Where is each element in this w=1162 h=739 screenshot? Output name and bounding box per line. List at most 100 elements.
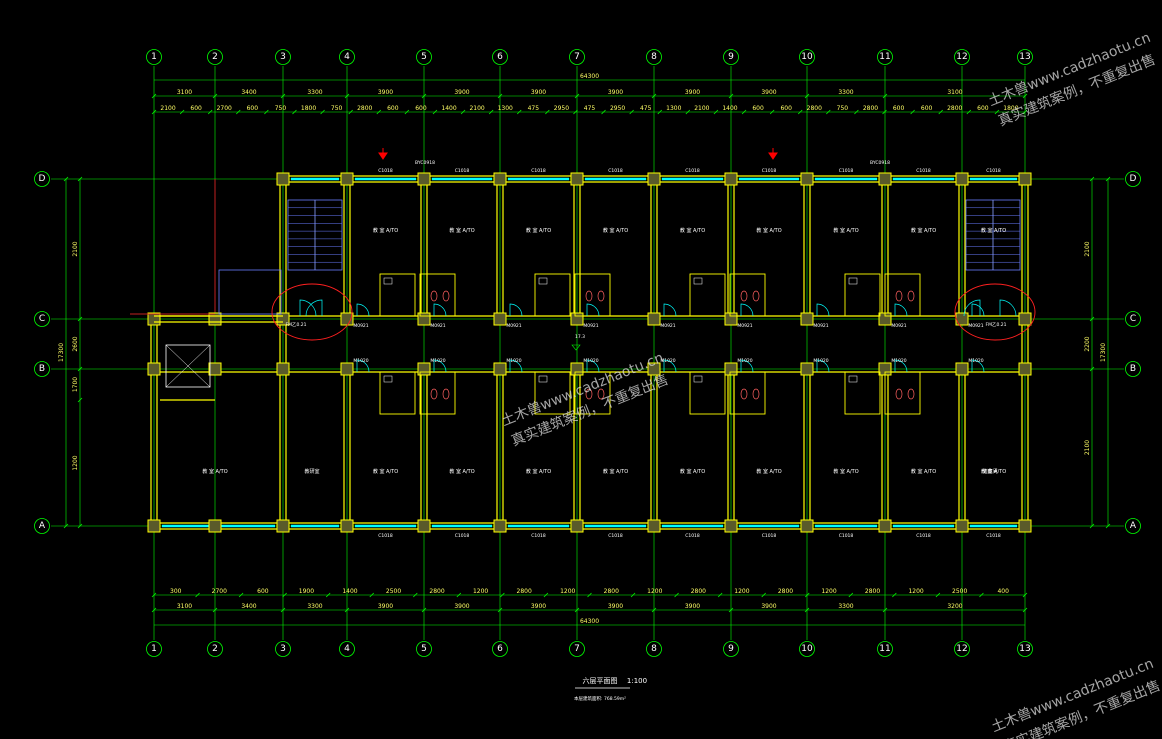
dim-top-row2-text-2: 2700 — [217, 105, 232, 112]
dim-top-row2-tick-19 — [685, 109, 691, 115]
axis-top-12-label: 12 — [956, 52, 967, 62]
window-tag-north-9: C1018 — [839, 168, 854, 174]
column-27 — [208, 362, 222, 376]
dim-top-row1-text-6: 3900 — [608, 89, 623, 96]
dim-top-row2-tick-2 — [207, 109, 213, 115]
door-tag-south-7: M1020 — [660, 358, 675, 364]
toilet-south-1-wc-b — [597, 388, 605, 400]
dim-bottom-row2-text-4: 1400 — [342, 588, 357, 595]
axis-right-A-circle — [1125, 518, 1141, 534]
dim-top-row2-tick-17 — [629, 109, 634, 115]
dim-top-row2-text-22: 600 — [780, 105, 792, 112]
dim-bottom-row2-text-10: 2800 — [604, 588, 619, 595]
column-2 — [276, 172, 290, 186]
dim-top-row2-tick-29 — [966, 109, 972, 115]
toilet-north-0-a — [379, 273, 416, 317]
axis-left-C-label: C — [39, 314, 45, 324]
axis-bottom-8-circle — [646, 641, 662, 657]
column-46 — [647, 519, 661, 533]
dim-bottom-row1-tick-4 — [421, 607, 427, 613]
toilet-north-0-b — [419, 273, 456, 317]
room-label-north-7: 教 室 A/TO — [680, 227, 705, 234]
axis-bottom-4-circle — [339, 641, 355, 657]
door-south-8 — [740, 359, 754, 373]
dim-top-row2-tick-26 — [882, 109, 887, 115]
room-label-north-6: 教 室 A/TO — [603, 227, 628, 234]
axis-left-B-label: B — [39, 364, 45, 374]
dim-bottom-row2-text-11: 1200 — [647, 588, 662, 595]
room-label-annex: 教 室 A/TO — [202, 468, 227, 475]
window-tag-south-9: C1018 — [839, 533, 854, 539]
dim-bottom-row1-text-7: 3900 — [685, 603, 700, 610]
dim-top-row2-text-28: 2800 — [947, 105, 962, 112]
room-label-north-8: 教 室 A/TO — [756, 227, 781, 234]
axis-top-6-label: 6 — [497, 52, 503, 62]
room-label-south-4: 教 室 A/TO — [449, 468, 474, 475]
room-label-north-4: 教 室 A/TO — [449, 227, 474, 234]
column-11 — [955, 172, 969, 186]
room-label-storage: 储藏间 — [982, 468, 997, 475]
column-42 — [340, 519, 354, 533]
dim-top-row1-tick-3 — [344, 93, 350, 99]
axis-right-D-circle — [1125, 171, 1141, 187]
dim-bottom-row1-text-5: 3900 — [531, 603, 546, 610]
dim-bottom-row2-tick-13 — [717, 592, 723, 598]
dim-bottom-row1-text-3: 3900 — [378, 603, 393, 610]
dim-top-row2-text-27: 600 — [921, 105, 933, 112]
door-south-5 — [509, 359, 523, 373]
axis-bottom-6-circle — [492, 641, 508, 657]
axis-bottom-13-circle — [1017, 641, 1033, 657]
column-37 — [955, 362, 969, 376]
dim-left-inner-tick-2 — [77, 366, 83, 372]
toilet-south-3-b — [884, 371, 921, 415]
dim-top-row1-tick-2 — [280, 93, 286, 99]
door-tag-south-3: M1020 — [353, 358, 368, 364]
door-north-8 — [740, 303, 754, 317]
room-label-south-5: 教 室 A/TO — [526, 468, 551, 475]
dim-top-row2-text-25: 2800 — [863, 105, 878, 112]
axis-bottom-2-label: 2 — [212, 644, 218, 654]
dim-right-total-tick-0 — [1105, 176, 1111, 182]
column-49 — [878, 519, 892, 533]
dim-right-inner-text-0: 2100 — [1084, 241, 1091, 256]
dim-top-row2-text-24: 750 — [837, 105, 849, 112]
toilet-south-3-wc-b — [907, 388, 915, 400]
dim-right-total-tick-1 — [1105, 523, 1111, 529]
dim-total-bottom: 64300 — [580, 618, 599, 625]
dim-left-inner-text-2: 1700 — [72, 377, 79, 392]
axis-top-9-circle — [723, 49, 739, 65]
dim-bottom-row2-text-6: 2800 — [429, 588, 444, 595]
dim-top-row2-tick-0 — [151, 109, 157, 115]
dim-top-row2-text-11: 2100 — [469, 105, 484, 112]
dim-top-row2-text-18: 1300 — [666, 105, 681, 112]
door-north-11 — [971, 303, 985, 317]
door-tag-north-9: M0921 — [813, 323, 828, 329]
axis-bottom-13-label: 13 — [1019, 644, 1030, 654]
toilet-south-0-a — [379, 371, 416, 415]
column-44 — [493, 519, 507, 533]
dim-total-top: 64300 — [580, 73, 599, 80]
column-19 — [570, 312, 584, 326]
toilet-south-0-basin — [383, 375, 393, 383]
axis-top-1-label: 1 — [151, 52, 157, 62]
axis-top-13-label: 13 — [1019, 52, 1030, 62]
dim-top-row2-tick-3 — [236, 109, 241, 115]
door-tag-south-6: M1020 — [583, 358, 598, 364]
dim-top-row2-tick-6 — [320, 109, 325, 115]
column-43 — [417, 519, 431, 533]
dim-right-inner-text-1: 2200 — [1084, 336, 1091, 351]
dim-right-inner-tick-0 — [1089, 176, 1095, 182]
axis-top-8-label: 8 — [651, 52, 657, 62]
dim-bottom-row1-text-10: 3200 — [947, 603, 962, 610]
column-51 — [1018, 519, 1032, 533]
axis-bottom-7-label: 7 — [574, 644, 580, 654]
room-label-south-11: 教 室 A/TO — [981, 468, 1006, 475]
dim-left-inner-tick-0 — [77, 176, 83, 182]
axis-top-9-label: 9 — [728, 52, 734, 62]
axis-left-B-circle — [34, 361, 50, 377]
dim-top-row1-text-4: 3900 — [454, 89, 469, 96]
dim-top-row2-tick-5 — [292, 109, 297, 115]
room-label-south-8: 教 室 A/TO — [756, 468, 781, 475]
dim-bottom-row2-text-12: 2800 — [691, 588, 706, 595]
